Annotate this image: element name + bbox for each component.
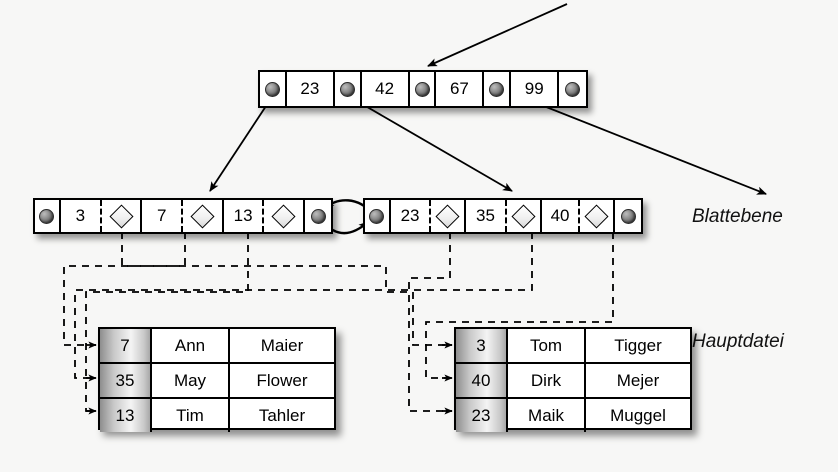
pointer-ball-icon [310, 208, 326, 224]
row-firstname: Maik [508, 399, 586, 432]
leaf-right-record-pointer-2[interactable] [580, 200, 616, 232]
arrow-root-to-leaf-right [349, 96, 513, 192]
dashed-left-d2-to-left-7 [63, 232, 186, 346]
row-lastname: Flower [256, 370, 308, 390]
record-pointer-diamond-icon [435, 203, 460, 229]
caption-main-file: Hauptdatei [692, 331, 784, 352]
pointer-ball-icon [489, 81, 505, 97]
leaf-right-key-2: 40 [541, 200, 581, 232]
leaf-right-key-1: 35 [466, 200, 507, 232]
table-row[interactable]: 13 Tim Tahler [100, 399, 334, 432]
row-lastname: Muggel [610, 405, 666, 425]
row-key: 40 [456, 364, 508, 397]
leaf-left-key-1: 7 [142, 200, 184, 232]
leaf-left-next-pointer[interactable] [305, 200, 331, 232]
table-row[interactable]: 23 Maik Muggel [456, 399, 690, 432]
row-lastname: Maier [260, 335, 304, 355]
row-key: 7 [100, 329, 152, 362]
dashed-left-d1-to-right-3 [121, 232, 452, 346]
row-lastname: Tahler [258, 405, 306, 425]
pointer-ball-icon [565, 81, 581, 97]
table-row[interactable]: 35 May Flower [100, 364, 334, 399]
root-pointer-4[interactable] [559, 72, 586, 106]
arrow-root-to-leaf-left [209, 96, 273, 192]
leaf-left-record-pointer-1[interactable] [183, 200, 224, 232]
row-firstname: Dirk [508, 364, 586, 397]
row-key: 3 [456, 329, 508, 362]
leaf-right-next-pointer[interactable] [615, 200, 641, 232]
pointer-ball-icon [339, 81, 355, 97]
main-file-table-right[interactable]: 3 Tom Tigger 40 Dirk Mejer 23 Maik Mugge… [454, 327, 692, 432]
record-pointer-diamond-icon [190, 203, 215, 229]
leaf-left-record-pointer-2[interactable] [264, 200, 306, 232]
pointer-ball-icon [39, 208, 55, 224]
record-pointer-diamond-icon [108, 203, 134, 229]
leaf-left-key-0: 3 [60, 200, 102, 232]
row-firstname: Tom [508, 329, 586, 362]
arrow-into-root [427, 3, 568, 67]
main-file-table-left[interactable]: 7 Ann Maier 35 May Flower 13 Tim Tahler [98, 327, 336, 432]
leaf-right-record-pointer-1[interactable] [506, 200, 542, 232]
table-row[interactable]: 3 Tom Tigger [456, 329, 690, 364]
pointer-ball-icon [414, 81, 430, 97]
root-key-3: 99 [511, 72, 560, 106]
root-pointer-2[interactable] [409, 72, 437, 106]
table-row[interactable]: 40 Dirk Mejer [456, 364, 690, 399]
leaf-node-right[interactable]: 23 35 40 [363, 198, 643, 234]
pointer-ball-icon [264, 81, 280, 97]
dashed-right-d3-to-right-40 [425, 232, 614, 379]
row-lastname: Mejer [616, 370, 660, 390]
row-key: 23 [456, 399, 508, 432]
record-pointer-diamond-icon [271, 203, 296, 229]
leaf-right-key-0: 23 [390, 200, 432, 232]
row-firstname: Ann [152, 329, 230, 362]
root-key-1: 42 [361, 72, 410, 106]
leaf-left-key-2: 13 [223, 200, 265, 232]
dashed-right-d1-to-right-23 [408, 232, 452, 412]
leaf-right-record-pointer-0[interactable] [431, 200, 467, 232]
leaf-right-prev-pointer[interactable] [365, 200, 391, 232]
root-pointer-1[interactable] [334, 72, 362, 106]
leaf-left-prev-pointer[interactable] [35, 200, 61, 232]
root-key-0: 23 [286, 72, 335, 106]
leaf-left-record-pointer-0[interactable] [101, 200, 143, 232]
row-firstname: May [152, 364, 230, 397]
record-pointer-diamond-icon [584, 203, 609, 229]
root-pointer-0[interactable] [260, 72, 287, 106]
root-index-node[interactable]: 23 42 67 99 [258, 70, 588, 108]
row-key: 35 [100, 364, 152, 397]
pointer-ball-icon [369, 208, 385, 224]
table-row[interactable]: 7 Ann Maier [100, 329, 334, 364]
row-firstname: Tim [152, 399, 230, 432]
row-lastname: Tigger [614, 335, 662, 355]
leaf-node-left[interactable]: 3 7 13 [33, 198, 333, 234]
row-key: 13 [100, 399, 152, 432]
arrow-root-to-leaf-level-label [520, 96, 767, 195]
root-pointer-3[interactable] [484, 72, 512, 106]
pointer-ball-icon [620, 208, 636, 224]
caption-leaf-level: Blattebene [692, 206, 783, 227]
root-key-2: 67 [436, 72, 485, 106]
record-pointer-diamond-icon [511, 203, 536, 229]
